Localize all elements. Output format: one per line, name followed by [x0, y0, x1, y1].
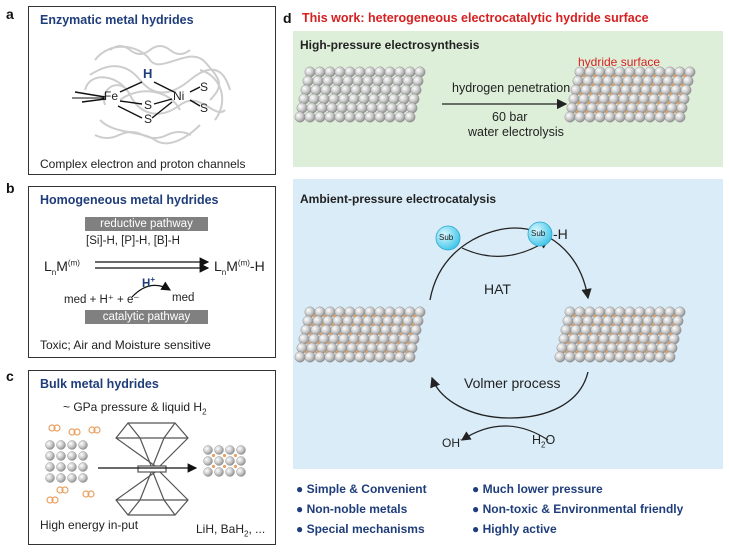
hydride-surface-label: hydride surface	[578, 55, 661, 69]
left-complex: LnM(m)	[44, 258, 80, 277]
feature-right-1: ● Much lower pressure	[472, 482, 603, 496]
s-atom-label-4: S	[200, 101, 209, 115]
metal-slab-plain	[294, 66, 426, 123]
panel-a-label: a	[6, 6, 14, 22]
panel-c-title: Bulk metal hydrides	[40, 377, 159, 391]
med-left-label: med + H⁺ + e⁻	[64, 294, 140, 306]
conditions-label: ~ GPa pressure & liquid H2	[63, 400, 207, 417]
hplus-label: H+	[142, 275, 155, 290]
h2-molecule	[48, 424, 56, 432]
arrow-bottom-label-1: 60 bar	[492, 110, 528, 124]
h2-molecule	[51, 496, 59, 504]
h2-molecule	[73, 428, 81, 436]
panel-b-caption: Toxic; Air and Moisture sensitive	[40, 338, 211, 352]
metal-slab-hydride	[564, 66, 696, 123]
s-atom-label-3: S	[200, 80, 209, 94]
panel-d-headline: This work: heterogeneous electrocatalyti…	[302, 11, 649, 25]
reductive-pathway-bar: reductive pathway	[85, 217, 208, 231]
ni-atom-label: Ni	[173, 89, 185, 103]
arrow-bottom-label-2: water electrolysis	[468, 125, 564, 139]
h-atom-label: H	[143, 66, 153, 81]
h2-molecule	[53, 424, 61, 432]
panel-c-caption: High energy in-put	[40, 518, 139, 532]
bulk-hydride-lattice	[203, 445, 246, 477]
feature-right-2: ● Non-toxic & Environmental friendly	[472, 502, 684, 516]
volmer-label: Volmer process	[464, 375, 561, 391]
h2-molecule	[93, 426, 101, 434]
panel-a-box	[28, 6, 276, 175]
fe-atom-label: Fe	[104, 89, 119, 103]
h2o-label: H2O	[532, 433, 556, 450]
h2-molecule	[46, 496, 54, 504]
panel-a-caption: Complex electron and proton channels	[40, 157, 246, 171]
reagents-label: [Si]-H, [P]-H, [B]-H	[86, 235, 180, 247]
feature-left-3: ● Special mechanisms	[296, 522, 425, 536]
s-atom-label-2: S	[144, 112, 153, 126]
bulk-metal-lattice	[45, 440, 88, 483]
catalytic-pathway-bar: catalytic pathway	[85, 310, 208, 324]
panel-d-label: d	[283, 10, 292, 26]
feature-left-2: ● Non-noble metals	[296, 502, 408, 516]
metal-slab-cycle-right	[554, 306, 686, 363]
sub-label-left: Sub	[439, 233, 454, 242]
sub-label-right: Sub	[531, 229, 546, 238]
panel-b-title: Homogeneous metal hydrides	[40, 193, 219, 207]
right-complex: LnM(m)-H	[214, 258, 265, 277]
products-label: LiH, BaH2, ...	[196, 522, 266, 539]
h2-molecule	[87, 490, 95, 498]
oh-label: OH-	[442, 435, 463, 450]
arrow-top-label: hydrogen penetration	[452, 81, 571, 95]
h2-molecule	[56, 486, 64, 494]
h2-molecule	[88, 426, 96, 434]
metal-slab-cycle-left	[294, 306, 426, 363]
high-pressure-title: High-pressure electrosynthesis	[300, 38, 480, 52]
h2-molecule	[61, 486, 69, 494]
panel-a-title: Enzymatic metal hydrides	[40, 13, 194, 27]
h2-molecule	[68, 428, 76, 436]
feature-left-1: ● Simple & Convenient	[296, 482, 427, 496]
med-right-label: med	[172, 292, 195, 304]
ambient-pressure-title: Ambient-pressure electrocatalysis	[300, 192, 497, 206]
h2-molecule	[82, 490, 90, 498]
feature-right-3: ● Highly active	[472, 522, 557, 536]
panel-c-label: c	[6, 368, 14, 384]
panel-b-box	[28, 186, 276, 358]
hat-label: HAT	[484, 281, 511, 297]
sub-h-tail: -H	[553, 226, 568, 242]
s-atom-label-1: S	[144, 98, 153, 112]
panel-b-label: b	[6, 180, 15, 196]
